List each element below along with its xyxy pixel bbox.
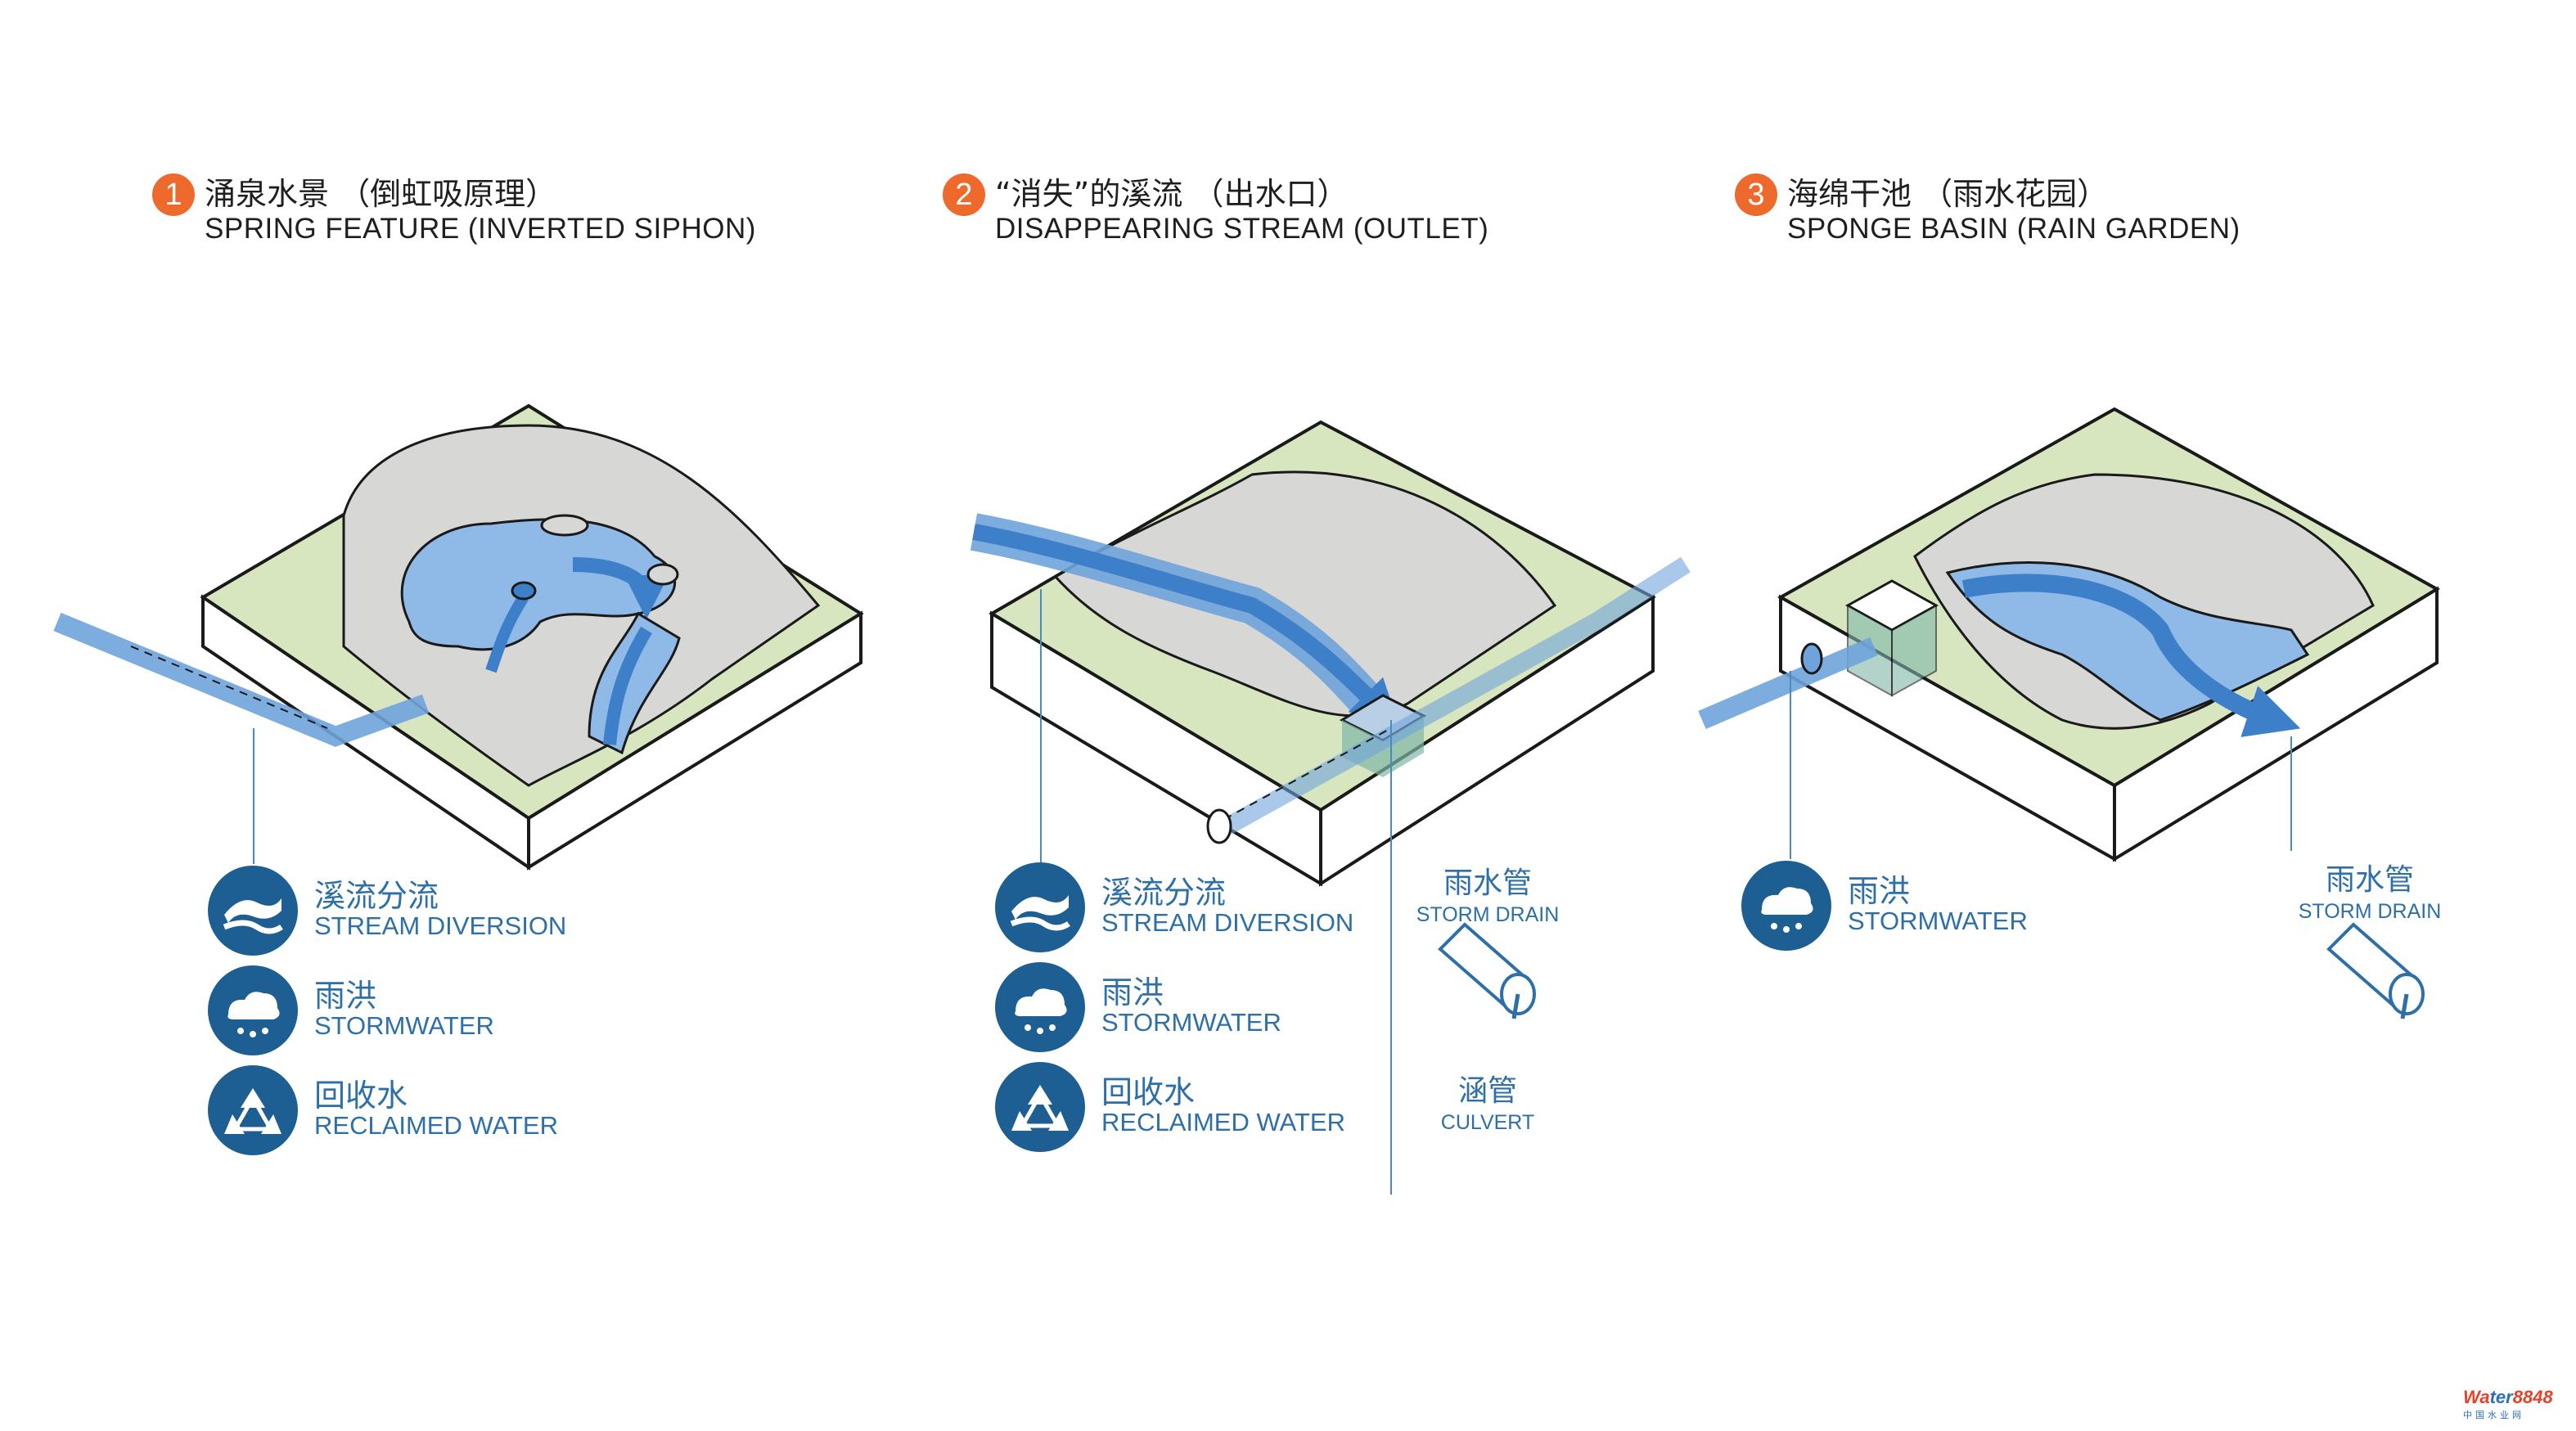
- sponge-basin-block: [1698, 407, 2440, 862]
- panel-title-cn: 海绵干池 （雨水花园）: [1787, 176, 2109, 212]
- reclaimed-water-icon: [208, 1065, 298, 1155]
- stormwater-icon: [1741, 861, 1831, 951]
- panel-title-en: SPRING FEATURE (INVERTED SIPHON): [205, 213, 756, 245]
- storm-drain-pipe-icon: [1438, 922, 1536, 1019]
- disappearing-stream-block: [970, 420, 1691, 1195]
- culvert-label: 涵管 CULVERT: [1440, 1074, 1535, 1134]
- stormwater-icon: [995, 962, 1085, 1052]
- legend-stream-diversion: 溪流分流 STREAM DIVERSION: [208, 866, 584, 964]
- storm-drain-label: 雨水管 STORM DRAIN: [2298, 863, 2442, 923]
- stormwater-icon: [208, 965, 298, 1055]
- panel-number-badge: 3: [1735, 173, 1777, 216]
- panel-title-en: SPONGE BASIN (RAIN GARDEN): [1787, 213, 2240, 245]
- storm-drain-label: 雨水管 STORM DRAIN: [1416, 866, 1560, 926]
- legend-stormwater: 雨洪 STORMWATER: [1741, 861, 2118, 959]
- panel-title-cn: “消失”的溪流 （出水口）: [995, 176, 1349, 212]
- panel-number-badge: 2: [943, 173, 985, 216]
- legend-stormwater: 雨洪 STORMWATER: [208, 965, 584, 1064]
- legend-reclaimed-water: 回收水 RECLAIMED WATER: [208, 1065, 584, 1163]
- stream-diversion-icon: [995, 862, 1085, 952]
- legend-reclaimed-water: 回收水 RECLAIMED WATER: [995, 1062, 1371, 1160]
- stream-diversion-icon: [208, 866, 298, 956]
- watermark-logo: Water8848 中国水业网: [2463, 1387, 2553, 1420]
- storm-drain-pipe-icon: [2326, 922, 2425, 1019]
- panel-number-badge: 1: [152, 173, 195, 216]
- legend-stormwater: 雨洪 STORMWATER: [995, 962, 1371, 1060]
- spring-feature-block: [53, 403, 864, 871]
- legend-stream-diversion: 溪流分流 STREAM DIVERSION: [995, 862, 1371, 961]
- reclaimed-water-icon: [995, 1062, 1085, 1152]
- panel-title-cn: 涌泉水景 （倒虹吸原理）: [205, 176, 557, 212]
- panel-title-en: DISAPPEARING STREAM (OUTLET): [995, 213, 1489, 245]
